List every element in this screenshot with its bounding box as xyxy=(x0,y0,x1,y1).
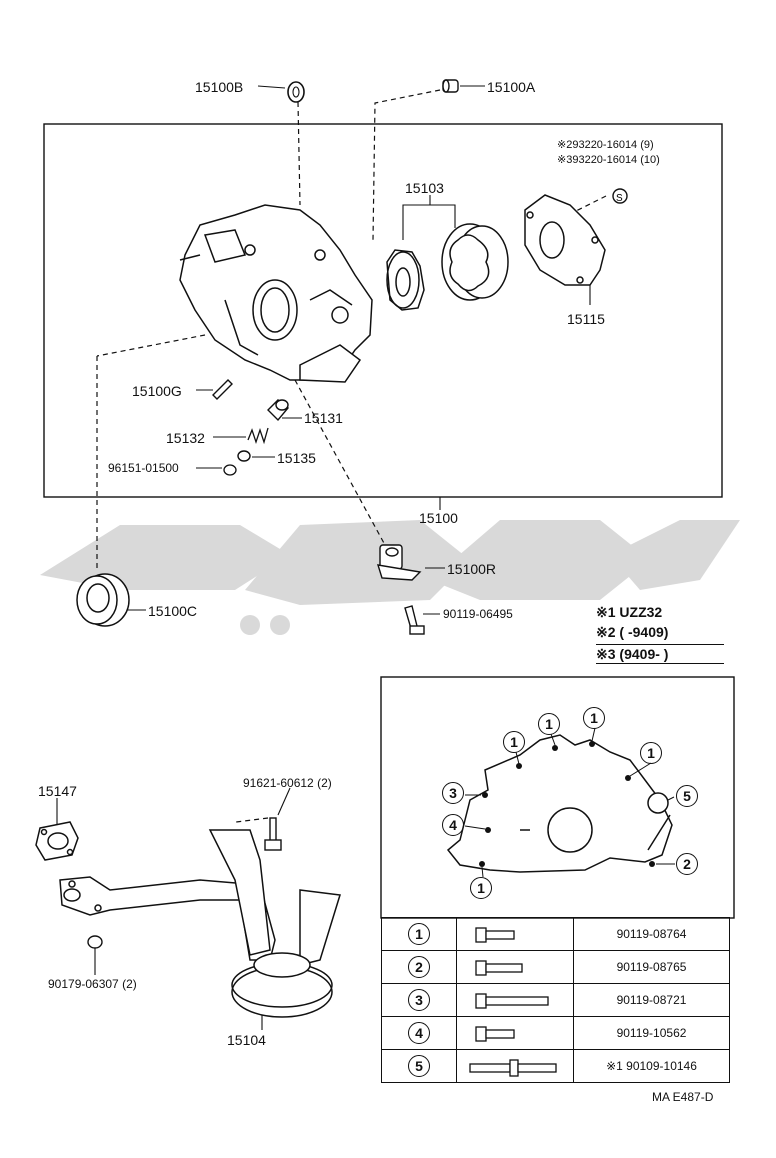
driven-rotor xyxy=(441,223,509,301)
screw-s-icon xyxy=(612,188,628,204)
label-15100A: 15100A xyxy=(487,79,536,95)
label-96151-01500: 96151-01500 xyxy=(108,461,179,475)
bolt-table: 1 90119-08764 2 90119-08765 3 90119-0872… xyxy=(381,917,730,1083)
bolt-91621 xyxy=(264,817,282,851)
ring-96151 xyxy=(223,464,237,476)
oil-pump-body xyxy=(179,204,373,383)
callout-1a: 1 xyxy=(503,731,525,753)
callout-3: 3 xyxy=(442,782,464,804)
nut-90179 xyxy=(87,935,103,949)
washer-15100B xyxy=(287,81,305,103)
label-15115: 15115 xyxy=(567,311,605,327)
callout-1b: 1 xyxy=(538,713,560,735)
label-note-s3: ※393220-16014 (10) xyxy=(557,154,660,166)
table-num: 3 xyxy=(408,989,430,1011)
stud-15100G xyxy=(212,379,233,400)
spring-15132 xyxy=(247,427,269,445)
footer-code: MA E487-D xyxy=(652,1090,714,1104)
label-15100B: 15100B xyxy=(195,79,244,95)
table-part: 90119-08721 xyxy=(573,983,730,1017)
callout-4: 4 xyxy=(442,814,464,836)
label-15131: 15131 xyxy=(304,410,343,426)
svg-text:S: S xyxy=(616,193,623,204)
callout-1d: 1 xyxy=(640,742,662,764)
callout-leaders xyxy=(464,727,675,878)
table-num: 2 xyxy=(408,956,430,978)
table-row: 3 90119-08721 xyxy=(381,983,730,1017)
sensor-15100R xyxy=(376,544,422,581)
table-part: 90119-08764 xyxy=(573,917,730,951)
label-15100G: 15100G xyxy=(132,383,182,399)
table-part: 90119-10562 xyxy=(573,1016,730,1050)
table-num: 5 xyxy=(408,1055,430,1077)
label-15147: 15147 xyxy=(38,783,77,799)
label-15103: 15103 xyxy=(405,180,444,196)
table-part: ※1 90109-10146 xyxy=(573,1049,730,1083)
dashed-leaders xyxy=(96,89,607,823)
label-15100C: 15100C xyxy=(148,603,198,619)
label-15135: 15135 xyxy=(277,450,316,466)
table-row: 1 90119-08764 xyxy=(381,917,730,951)
callout-5: 5 xyxy=(676,785,698,807)
label-15104: 15104 xyxy=(227,1032,266,1048)
oil-seal-15100C xyxy=(76,573,130,627)
label-90179-06307: 90179-06307 (2) xyxy=(48,977,137,991)
callout-1c: 1 xyxy=(583,707,605,729)
label-15100: 15100 xyxy=(419,510,458,526)
bolt-hole-dots xyxy=(479,741,655,867)
bolt-90119-06495 xyxy=(404,605,425,635)
gasket-15147 xyxy=(35,821,79,861)
label-15100R: 15100R xyxy=(447,561,497,577)
legend-1: ※1 UZZ32 xyxy=(596,604,663,620)
label-90119-06495: 90119-06495 xyxy=(443,607,513,621)
legend-2: ※2 ( -9409) xyxy=(596,624,669,640)
table-part: 90119-08765 xyxy=(573,950,730,984)
pump-outline-plan xyxy=(446,734,673,873)
table-row: 2 90119-08765 xyxy=(381,950,730,984)
assembly-box xyxy=(43,123,723,498)
relief-valve xyxy=(267,399,289,422)
pump-cover-plate xyxy=(524,194,606,286)
pin-15100A xyxy=(442,79,459,93)
callout-2: 2 xyxy=(676,853,698,875)
oil-strainer xyxy=(59,829,341,1018)
label-91621-60612: 91621-60612 (2) xyxy=(243,776,332,790)
table-row: 4 90119-10562 xyxy=(381,1016,730,1050)
callout-1e: 1 xyxy=(470,877,492,899)
label-15132: 15132 xyxy=(166,430,205,446)
drive-rotor xyxy=(386,249,425,311)
table-row: 5 ※1 90109-10146 xyxy=(381,1049,730,1083)
table-num: 4 xyxy=(408,1022,430,1044)
plug-15135 xyxy=(237,450,251,462)
label-note-s2: ※293220-16014 (9) xyxy=(557,139,654,151)
table-num: 1 xyxy=(408,923,430,945)
legend-3: ※3 (9409- ) xyxy=(596,644,724,664)
